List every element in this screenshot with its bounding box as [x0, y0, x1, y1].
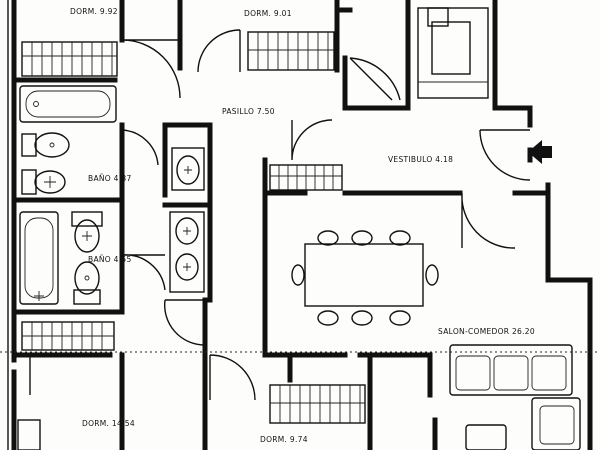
wardrobe-vestibule — [269, 164, 343, 191]
bathtub-1 — [19, 85, 117, 123]
toilet-2 — [73, 261, 101, 305]
label-dorm-top-left: DORM. 9.92 — [70, 7, 118, 16]
door-entrance — [479, 129, 531, 181]
bidet-2 — [71, 211, 103, 253]
wardrobe-bottom-left — [21, 321, 115, 351]
bathtub-2 — [19, 211, 59, 305]
radiator — [17, 419, 41, 450]
label-dorm-bottom-mid: DORM. 9.74 — [260, 435, 308, 444]
dining-table — [291, 230, 439, 326]
label-bano-2: BAÑO 4.55 — [88, 255, 132, 264]
toilet-1 — [21, 132, 70, 158]
stair-block — [417, 7, 489, 99]
label-salon: SALON-COMEDOR 26.20 — [438, 327, 535, 336]
door-vestibule-left — [291, 119, 333, 161]
door-salon — [461, 192, 516, 249]
wardrobe-top-mid — [247, 31, 335, 71]
door-dorm-bottom-left — [163, 299, 206, 346]
door-stair — [349, 57, 401, 101]
label-dorm-bottom-left: DORM. 14.54 — [82, 419, 135, 428]
label-vestibulo: VESTIBULO 4.18 — [388, 155, 453, 164]
door-bath-2 — [121, 254, 166, 291]
label-pasillo: PASILLO 7.50 — [222, 107, 275, 116]
door-dorm-top-left — [121, 39, 181, 99]
door-bath-1 — [121, 129, 159, 166]
bidet-1 — [21, 169, 66, 195]
door-dorm-bottom-mid — [209, 354, 256, 401]
entrance-arrow-icon — [528, 140, 552, 164]
sofa — [449, 344, 581, 450]
room-labels: DORM. 9.92 DORM. 9.01 PASILLO 7.50 VESTI… — [70, 7, 535, 444]
door-dorm-top-mid — [197, 29, 241, 73]
wardrobe-top-left — [21, 41, 118, 77]
doors — [29, 29, 531, 401]
sinks-bath-2 — [169, 211, 205, 293]
label-bano-1: BAÑO 4.87 — [88, 174, 132, 183]
wardrobe-bottom-mid — [269, 384, 366, 424]
sink-bath-1 — [171, 147, 205, 191]
label-dorm-top-mid: DORM. 9.01 — [244, 9, 292, 18]
